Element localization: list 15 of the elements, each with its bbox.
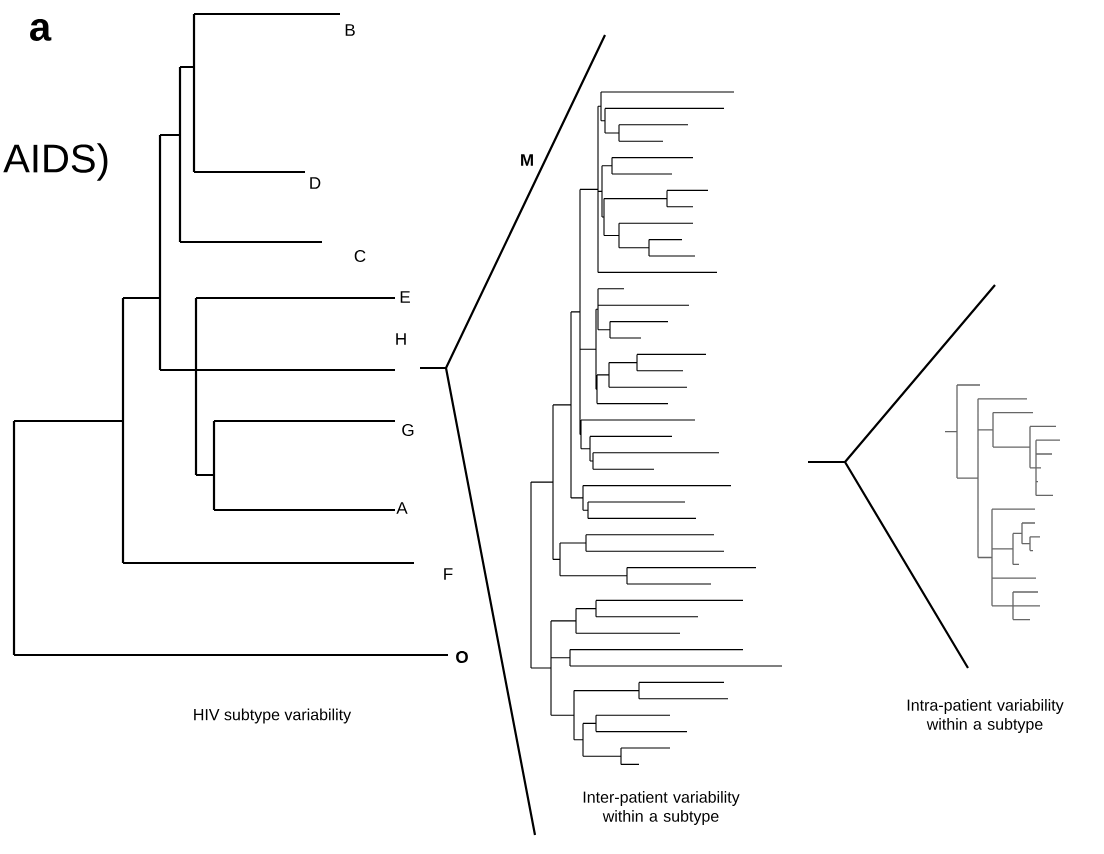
clade-label: O [456,651,468,663]
heading-text: AIDS) [3,143,108,181]
leaf-label: G [402,424,414,436]
caption-text: Intra-patient variability within a subtype [907,699,1064,733]
leaf-label: C [354,250,366,262]
panel-letter: a [30,19,52,41]
leaf-label: B [345,24,355,36]
clade-label: M [521,154,533,166]
leaf-label: E [400,291,410,303]
caption-text: HIV subtype variability [194,708,352,724]
leaf-label: A [396,502,408,514]
caption-text: Inter-patient variability within a subtype [583,791,740,825]
leaf-label: F [444,568,453,580]
leaf-label: H [396,333,406,345]
leaf-label: D [310,177,321,189]
